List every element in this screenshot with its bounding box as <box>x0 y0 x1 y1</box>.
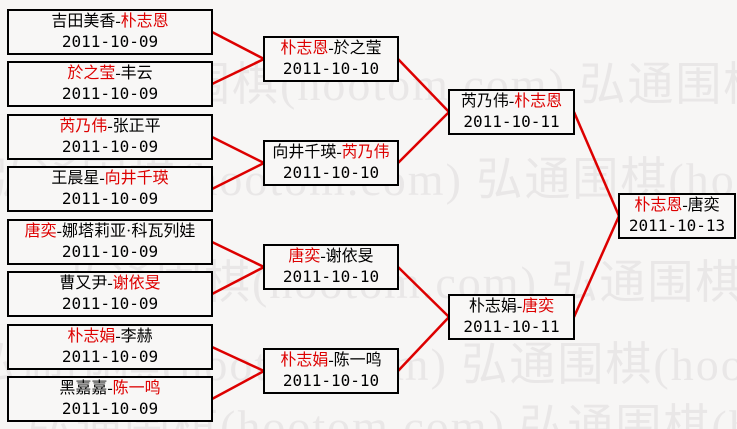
player-name-winner: 谢依旻 <box>112 275 161 292</box>
player-name: 王晨星- <box>51 170 105 187</box>
player-name-winner: 朴志恩 <box>120 13 169 30</box>
connector-line <box>211 57 265 86</box>
player-name: 黑嘉嘉- <box>59 380 113 397</box>
player-name: -陈一鸣 <box>328 352 382 369</box>
player-name-winner: 朴志恩 <box>280 40 329 57</box>
player-name: -於之莹 <box>328 40 382 57</box>
match-players: 朴志娟-陈一鸣 <box>280 351 381 371</box>
connector-line <box>397 58 450 113</box>
match-players: 黑嘉嘉-陈一鸣 <box>59 379 160 399</box>
match-players: 唐奕-谢依旻 <box>288 247 373 267</box>
match-date: 2011-10-09 <box>61 242 159 261</box>
match-players: 芮乃伟-张正平 <box>59 117 160 137</box>
connector-line <box>572 111 621 217</box>
match-date: 2011-10-09 <box>61 32 159 51</box>
match-players: 朴志娟-唐奕 <box>469 297 554 317</box>
player-name: -娜塔莉亚·科瓦列娃 <box>56 223 196 240</box>
match-date: 2011-10-13 <box>628 216 726 235</box>
connector-line <box>397 316 450 372</box>
match-date: 2011-10-10 <box>282 371 380 390</box>
match-date: 2011-10-10 <box>282 163 380 182</box>
player-name-winner: 芮乃伟 <box>341 144 390 161</box>
player-name-winner: 朴志恩 <box>634 197 683 214</box>
player-name: 向井千瑛- <box>272 144 342 161</box>
match-players: 王晨星-向井千瑛 <box>51 169 168 189</box>
match-date: 2011-10-09 <box>61 189 159 208</box>
player-name-winner: 於之莹 <box>67 65 116 82</box>
player-name: -李赫 <box>115 328 153 345</box>
player-name-winner: 陈一鸣 <box>112 380 161 397</box>
match-date: 2011-10-09 <box>61 137 159 156</box>
match-players: 吉田美香-朴志恩 <box>51 12 168 32</box>
player-name: 吉田美香- <box>51 13 121 30</box>
player-name: 芮乃伟- <box>460 93 515 110</box>
match-players: 向井千瑛-芮乃伟 <box>272 143 389 163</box>
connector-line <box>211 369 265 401</box>
player-name-winner: 向井千瑛 <box>104 170 169 187</box>
match-players: 朴志恩-唐奕 <box>634 196 719 216</box>
match-players: 朴志恩-於之莹 <box>280 39 381 59</box>
player-name: -丰云 <box>115 65 153 82</box>
player-name: -谢依旻 <box>320 248 374 265</box>
player-name: -张正平 <box>107 118 161 135</box>
connector-line <box>397 111 450 164</box>
connector-line <box>397 266 450 318</box>
match-date: 2011-10-10 <box>282 267 380 286</box>
connector-line <box>211 161 265 191</box>
player-name: 曹又尹- <box>59 275 113 292</box>
connector-line <box>211 30 265 61</box>
match-date: 2011-10-10 <box>282 59 380 78</box>
match-date: 2011-10-09 <box>61 399 159 418</box>
connector-line <box>211 135 265 165</box>
match-players: 於之莹-丰云 <box>67 64 152 84</box>
match-players: 唐奕-娜塔莉亚·科瓦列娃 <box>25 222 196 242</box>
player-name-winner: 唐奕 <box>522 298 555 315</box>
connector-line <box>211 345 265 373</box>
match-date: 2011-10-09 <box>61 347 159 366</box>
match-players: 朴志娟-李赫 <box>67 327 152 347</box>
match-players: 芮乃伟-朴志恩 <box>461 92 562 112</box>
player-name-winner: 唐奕 <box>288 248 321 265</box>
match-date: 2011-10-09 <box>61 84 159 103</box>
match-date: 2011-10-09 <box>61 294 159 313</box>
match-date: 2011-10-11 <box>463 317 560 336</box>
player-name-winner: 朴志娟 <box>67 328 116 345</box>
player-name-winner: 唐奕 <box>24 223 57 240</box>
connector-line <box>211 265 265 296</box>
player-name-winner: 芮乃伟 <box>59 118 108 135</box>
connector-line <box>572 215 621 318</box>
player-name-winner: 朴志娟 <box>280 352 329 369</box>
player-name: 朴志娟- <box>468 298 523 315</box>
match-players: 曹又尹-谢依旻 <box>59 274 160 294</box>
player-name: -唐奕 <box>682 197 720 214</box>
connector-line <box>211 240 265 269</box>
match-date: 2011-10-11 <box>463 112 560 131</box>
player-name-winner: 朴志恩 <box>514 93 563 110</box>
